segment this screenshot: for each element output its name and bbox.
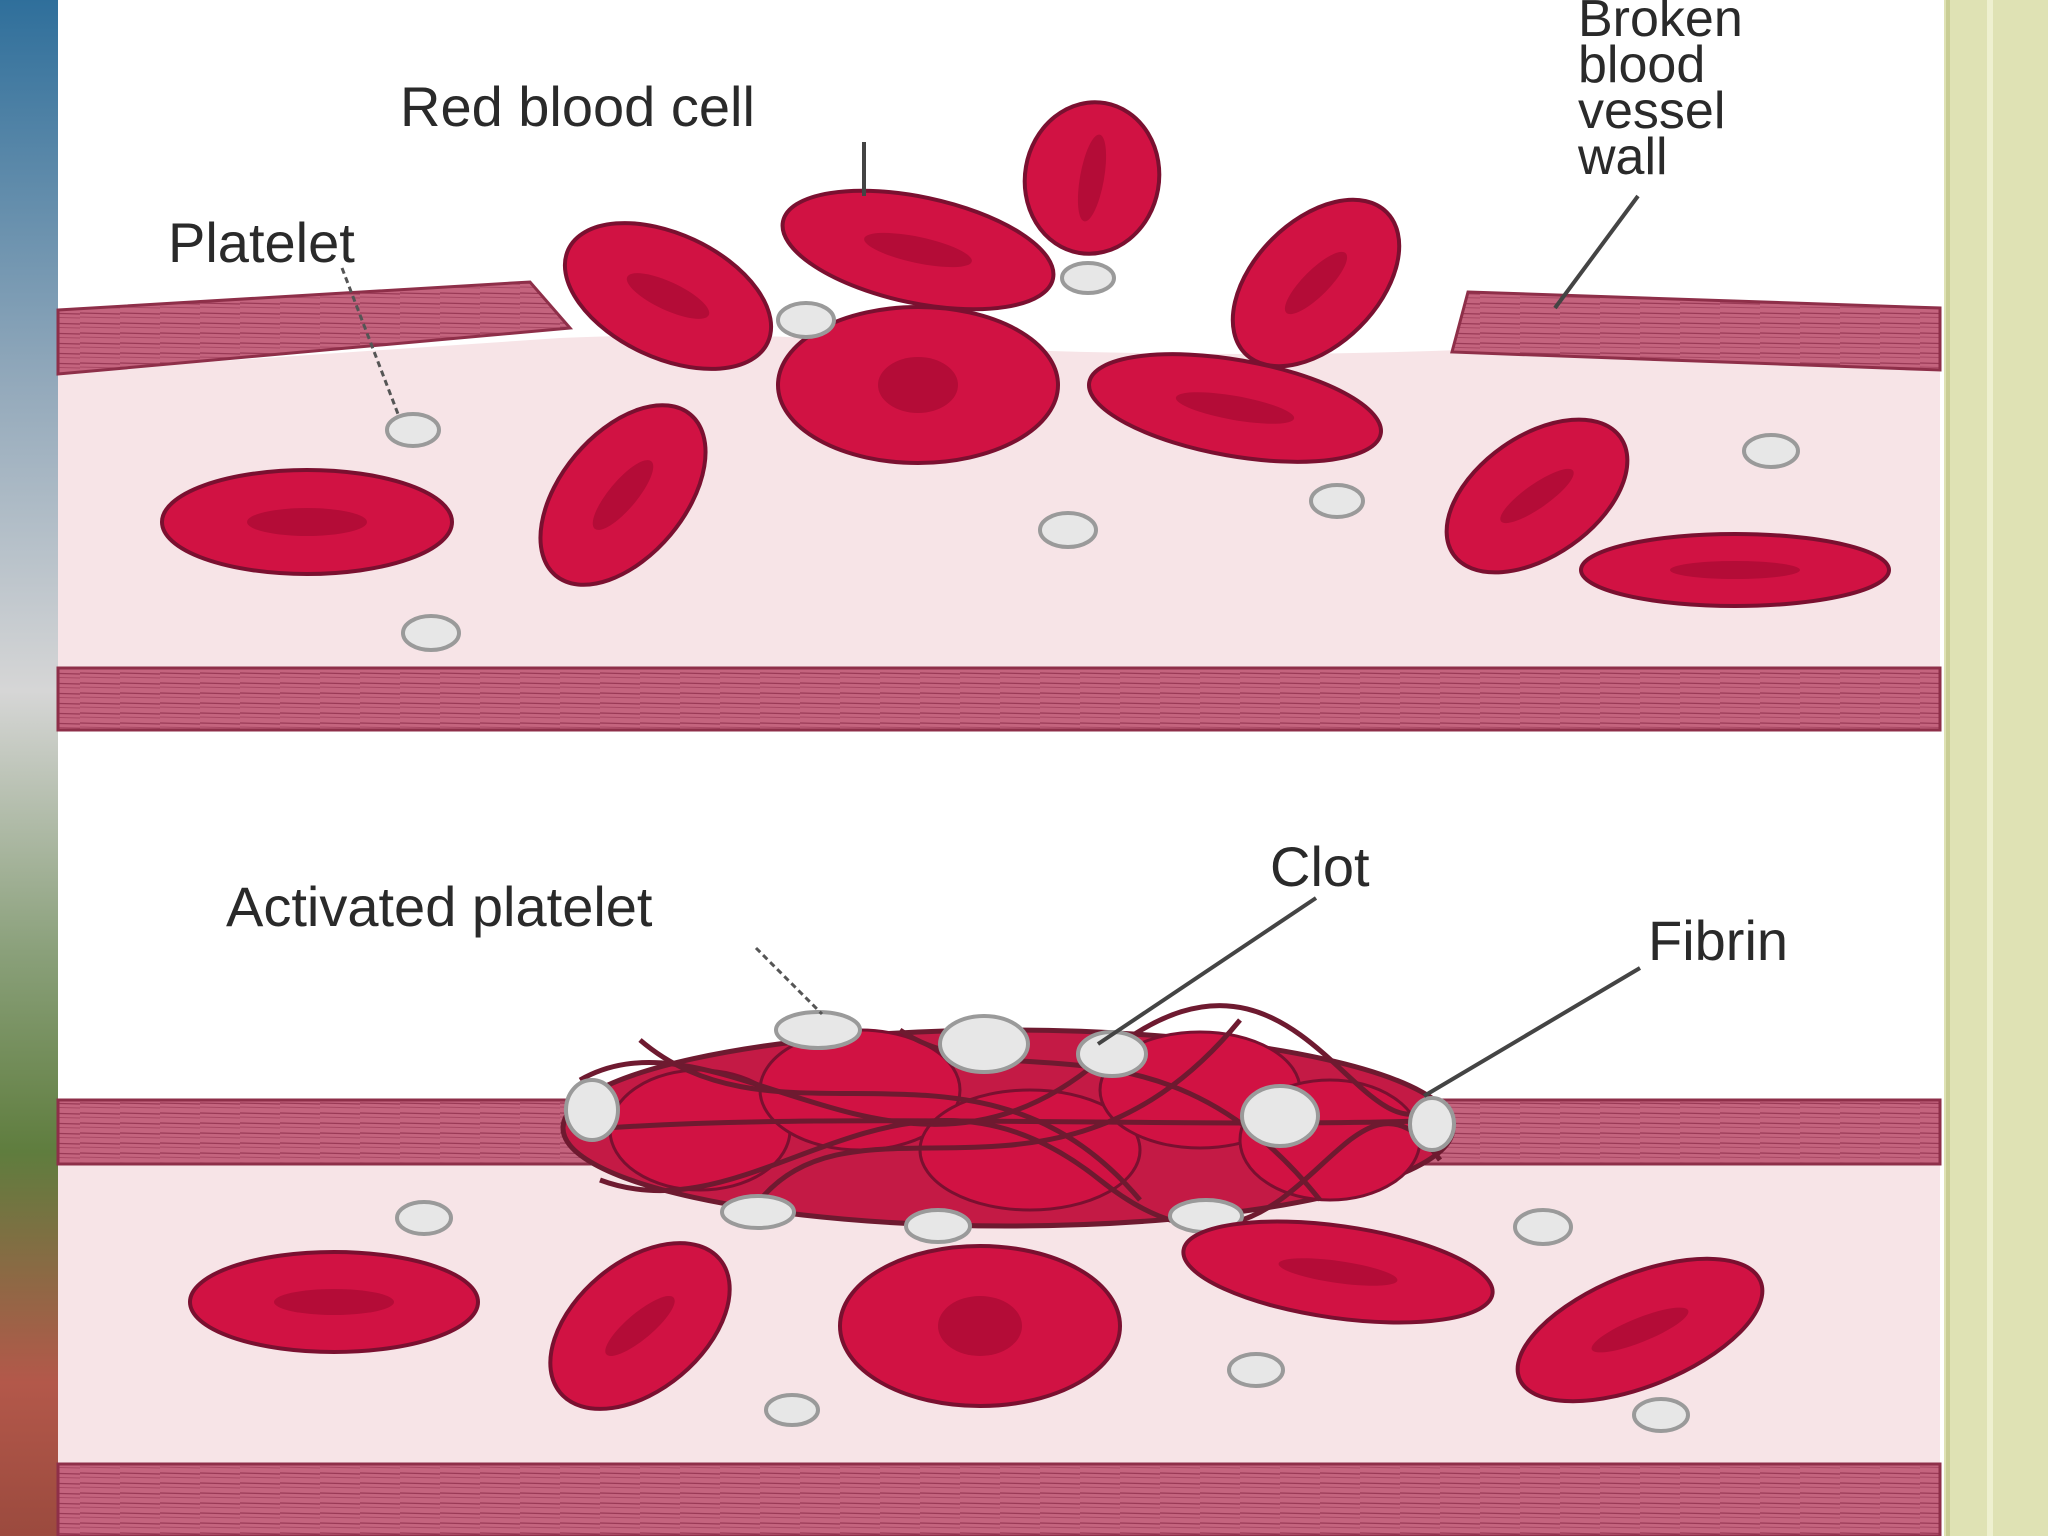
right-frame <box>1944 0 2048 1536</box>
activated-platelet <box>774 1010 862 1050</box>
platelet <box>1227 1352 1285 1388</box>
platelets-bottom <box>395 1200 1690 1433</box>
label-fibrin: Fibrin <box>1648 909 1788 972</box>
clot <box>560 1003 1456 1244</box>
red-blood-cell <box>1579 532 1891 608</box>
bottom-panel: Activated platelet Clot Fibrin <box>56 835 1942 1536</box>
platelets-top <box>385 261 1800 652</box>
label-broken-wall-line1: Broken <box>1578 0 1743 48</box>
red-blood-cells-top <box>160 100 1891 608</box>
label-broken-wall-line2: blood <box>1578 36 1705 94</box>
label-activated-platelet: Activated platelet <box>226 875 653 938</box>
red-blood-cell <box>160 468 454 576</box>
leader-clot <box>1096 896 1318 1046</box>
red-blood-cell <box>1181 1219 1495 1325</box>
red-blood-cell <box>838 1244 1122 1408</box>
leader-fibrin <box>1422 966 1642 1098</box>
vessel-wall-upper-right <box>1450 290 1942 372</box>
top-panel: Red blood cell Platelet Broken blood ves… <box>56 0 1942 732</box>
label-red-blood-cell: Red blood cell <box>400 75 755 138</box>
platelet <box>1038 511 1098 549</box>
red-blood-cell <box>1515 1256 1765 1404</box>
red-blood-cell <box>1087 352 1383 464</box>
vessel-wall-lower-bottom <box>56 1462 1942 1536</box>
activated-platelet <box>564 1078 620 1142</box>
red-blood-cell <box>548 1241 732 1411</box>
red-blood-cell <box>1230 197 1402 369</box>
platelet <box>1309 483 1365 519</box>
platelet <box>776 301 836 339</box>
activated-platelet <box>1408 1096 1456 1152</box>
red-blood-cells-bottom <box>188 1219 1765 1411</box>
platelet <box>395 1200 453 1236</box>
label-broken-wall-line3: vessel <box>1578 82 1725 140</box>
platelet <box>401 614 461 652</box>
platelet <box>1060 261 1116 295</box>
vessel-wall-upper-left <box>56 280 574 376</box>
platelet <box>764 1393 820 1427</box>
activated-platelet <box>904 1208 972 1244</box>
platelet <box>1513 1208 1573 1246</box>
red-blood-cell <box>780 188 1056 312</box>
platelet <box>385 412 441 448</box>
activated-platelet <box>938 1014 1030 1074</box>
label-broken-wall-line4: wall <box>1577 128 1668 186</box>
red-blood-cell <box>1022 100 1162 256</box>
leader-broken-wall <box>1553 194 1640 310</box>
activated-platelets <box>564 1010 1456 1244</box>
platelet <box>1742 433 1800 469</box>
vessel-wall-lower <box>56 666 1942 732</box>
leader-activated-platelet <box>754 946 824 1016</box>
label-clot: Clot <box>1270 835 1370 898</box>
red-blood-cell <box>538 403 708 587</box>
red-blood-cell <box>776 305 1060 465</box>
platelet <box>1632 1397 1690 1433</box>
leader-platelet <box>340 267 400 415</box>
label-platelet: Platelet <box>168 211 355 274</box>
red-blood-cell <box>1444 417 1630 575</box>
left-photo-strip <box>0 0 58 1536</box>
red-blood-cell <box>188 1250 480 1354</box>
plasma-top <box>58 335 1940 670</box>
activated-platelet <box>1240 1084 1320 1148</box>
red-blood-cell <box>562 221 774 371</box>
activated-platelet <box>720 1194 796 1230</box>
activated-platelet <box>1076 1030 1148 1078</box>
